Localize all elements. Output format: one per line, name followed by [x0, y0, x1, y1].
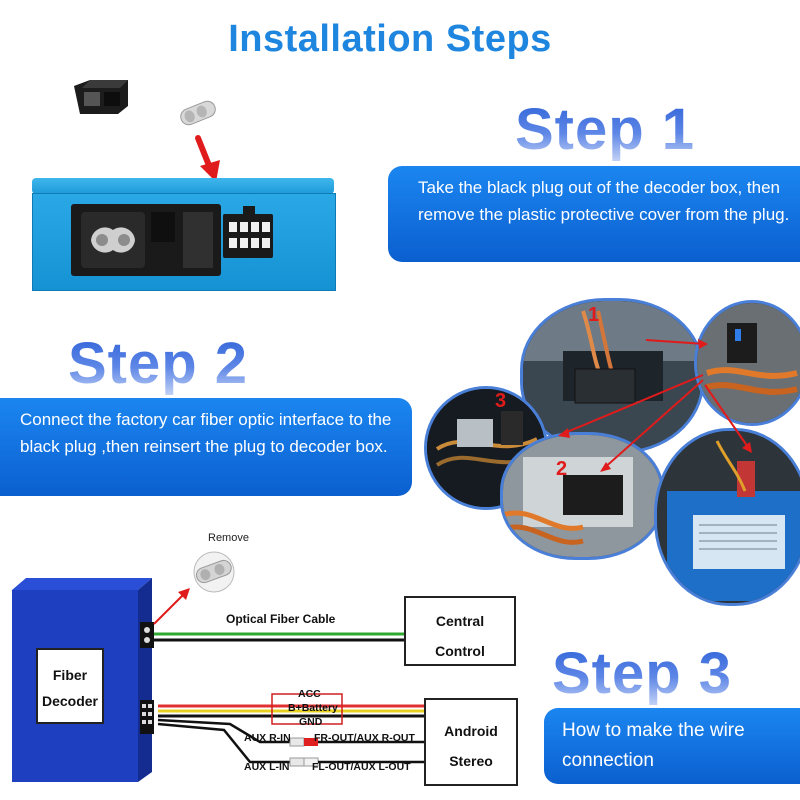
central-control-box: Central Control	[404, 596, 516, 666]
aux-r-in-label: AUX R-IN	[244, 732, 291, 744]
step-1-text: Take the black plug out of the decoder b…	[388, 166, 800, 262]
android-stereo-line1: Android	[444, 723, 498, 739]
wire-battery-label: B+Battery	[288, 702, 338, 714]
photo-connector-1	[520, 298, 704, 454]
black-plug-icon	[74, 80, 128, 114]
step-1-heading: Step 1	[515, 97, 696, 162]
android-stereo-line2: Stereo	[449, 753, 493, 769]
photo-number-3: 3	[495, 390, 507, 412]
wire-gnd-label: GND	[299, 716, 323, 728]
photo-number-1: 1	[588, 304, 600, 326]
central-control-line1: Central	[435, 613, 485, 629]
step-3-heading: Step 3	[552, 641, 733, 706]
fl-out-label: FL-OUT/AUX L-OUT	[312, 761, 411, 773]
step-2-text: Connect the factory car fiber optic inte…	[0, 398, 412, 496]
wire-acc-label: ACC	[298, 688, 321, 700]
wiring-lines	[154, 632, 424, 767]
decoder-box-top	[32, 178, 334, 194]
decoder-ports	[71, 204, 273, 276]
fiber-decoder-label: Fiber Decoder	[36, 648, 104, 724]
optical-cable-label: Optical Fiber Cable	[226, 612, 336, 626]
photo-connector-zoom	[694, 300, 800, 426]
fiber-decoder-line2: Decoder	[41, 693, 99, 709]
fr-out-label: FR-OUT/AUX R-OUT	[314, 732, 415, 744]
photo-connector-2	[500, 432, 664, 560]
connection-arrows	[558, 339, 752, 472]
step-2-heading: Step 2	[68, 331, 249, 396]
decoder-box	[32, 193, 336, 291]
removed-cover-icon	[193, 551, 235, 593]
central-control-line2: Control	[435, 643, 485, 659]
protective-cover-icon	[180, 100, 216, 126]
page-title: Installation Steps	[228, 18, 552, 60]
down-arrow-icon	[195, 135, 220, 182]
aux-l-in-label: AUX L-IN	[244, 761, 290, 773]
photo-number-2: 2	[556, 458, 568, 480]
android-stereo-box: Android Stereo	[424, 698, 518, 786]
step-3-text: How to make the wire connection	[544, 708, 800, 784]
remove-arrow-icon	[153, 588, 190, 625]
remove-label: Remove	[208, 532, 249, 544]
photo-decoder-label	[654, 428, 800, 606]
fiber-decoder-box	[12, 578, 154, 782]
fiber-decoder-line1: Fiber	[52, 667, 88, 683]
